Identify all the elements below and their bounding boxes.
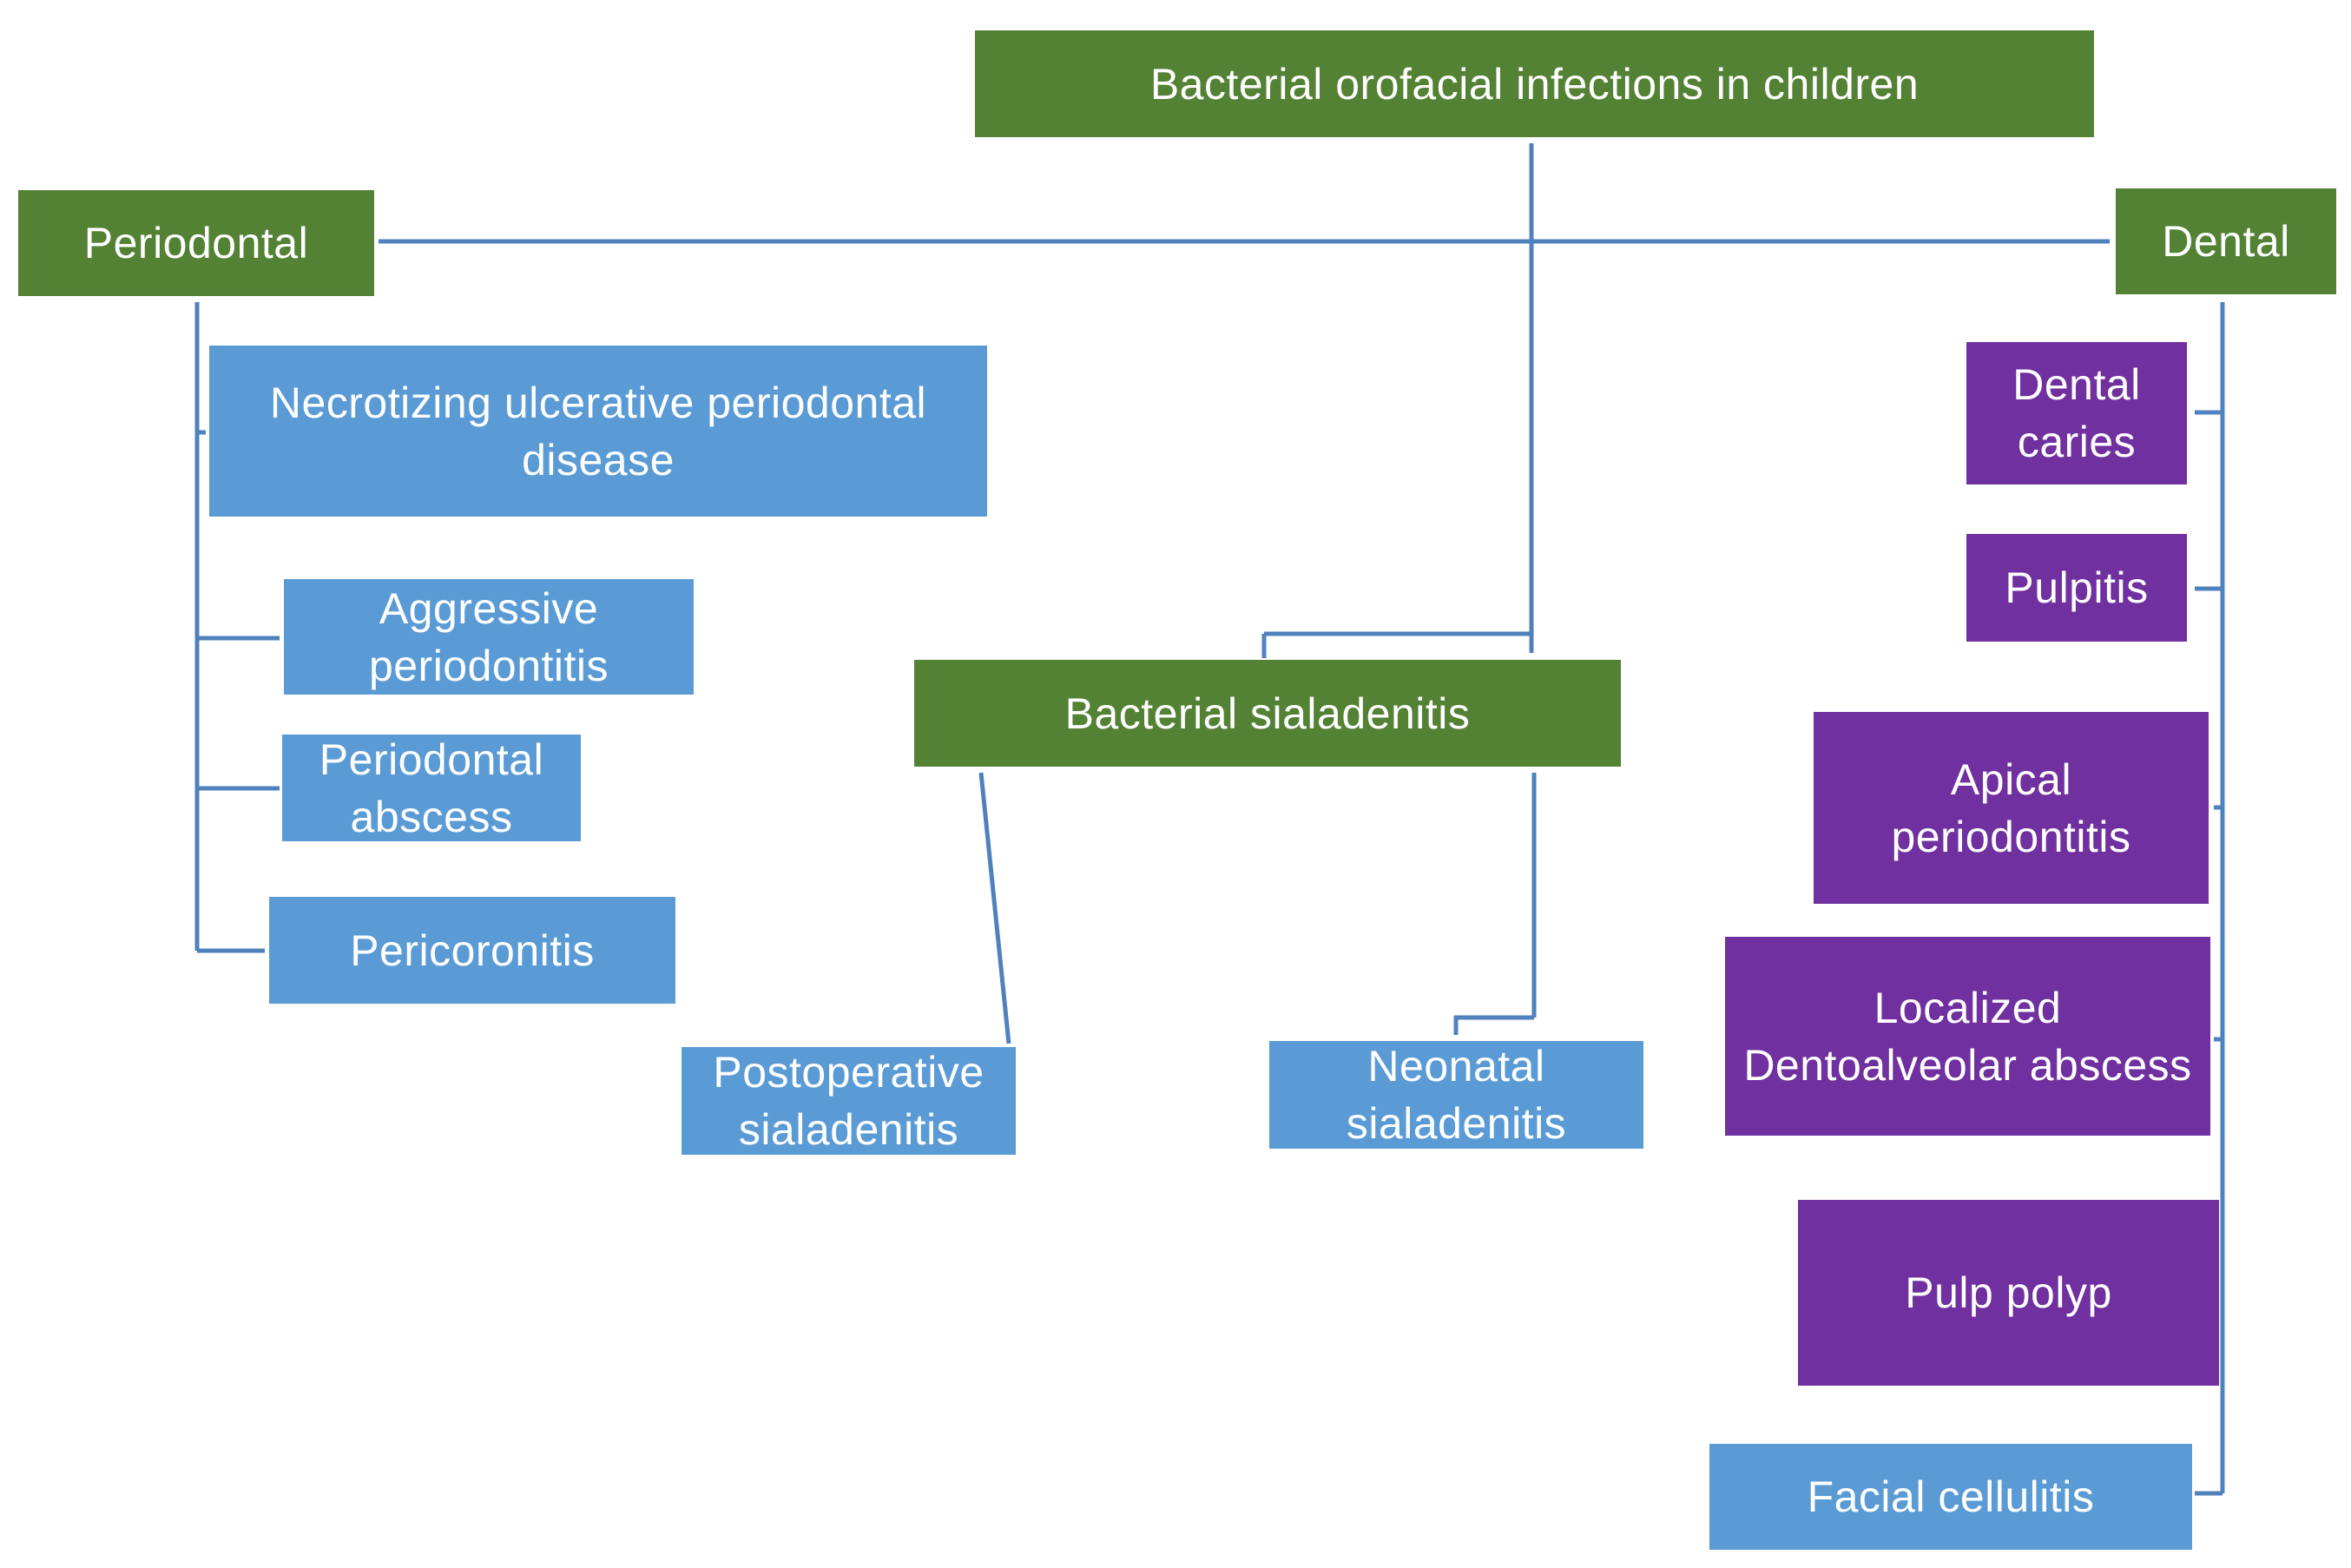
dental-item-label: Localized Dentoalveolar abscess — [1743, 983, 2192, 1090]
sialadenitis-item-neonatal: Neonatal sialadenitis — [1269, 1041, 1643, 1149]
dental-item-label: Apical periodontitis — [1891, 754, 2131, 861]
sialadenitis-item-label: Postoperative sialadenitis — [713, 1048, 985, 1154]
sialadenitis-label: Bacterial sialadenitis — [1064, 688, 1471, 738]
dental-item-label: Pulp polyp — [1905, 1268, 2112, 1317]
connector-postoperative — [978, 772, 1011, 1044]
dental-item-label: Facial cellulitis — [1807, 1472, 2095, 1521]
root-node: Bacterial orofacial infections in childr… — [975, 30, 2094, 137]
dental-item-localized: Localized Dentoalveolar abscess — [1725, 937, 2210, 1136]
periodontal-item-aggressive: Aggressive periodontitis — [284, 579, 694, 695]
periodontal-item-abscess: Periodontal abscess — [282, 735, 581, 841]
dental-item-caries: Dental caries — [1966, 342, 2187, 484]
sialadenitis-item-postoperative: Postoperative sialadenitis — [682, 1047, 1016, 1155]
dental-item-label: Pulpitis — [2005, 563, 2149, 612]
periodontal-item-necrotizing: Necrotizing ulcerative periodontal disea… — [209, 346, 987, 517]
dental-label: Dental — [2162, 217, 2290, 266]
periodontal-item-label: Necrotizing ulcerative periodontal disea… — [269, 378, 927, 484]
dental-item-facial-cellulitis: Facial cellulitis — [1709, 1444, 2192, 1550]
sialadenitis-node: Bacterial sialadenitis — [914, 660, 1621, 767]
periodontal-item-label: Pericoronitis — [350, 926, 595, 975]
periodontal-item-label: Periodontal abscess — [319, 735, 544, 841]
sialadenitis-item-label: Neonatal sialadenitis — [1346, 1042, 1567, 1148]
dental-item-pulpitis: Pulpitis — [1966, 534, 2187, 642]
periodontal-item-label: Aggressive periodontitis — [368, 583, 609, 690]
periodontal-node: Periodontal — [18, 190, 374, 296]
root-label: Bacterial orofacial infections in childr… — [1149, 59, 1920, 109]
dental-node: Dental — [2116, 188, 2336, 294]
dental-item-apical: Apical periodontitis — [1814, 712, 2209, 904]
dental-item-label: Dental caries — [2012, 360, 2141, 466]
periodontal-label: Periodontal — [83, 219, 309, 267]
dental-item-pulp-polyp: Pulp polyp — [1798, 1200, 2219, 1386]
periodontal-item-pericoronitis: Pericoronitis — [269, 897, 675, 1004]
